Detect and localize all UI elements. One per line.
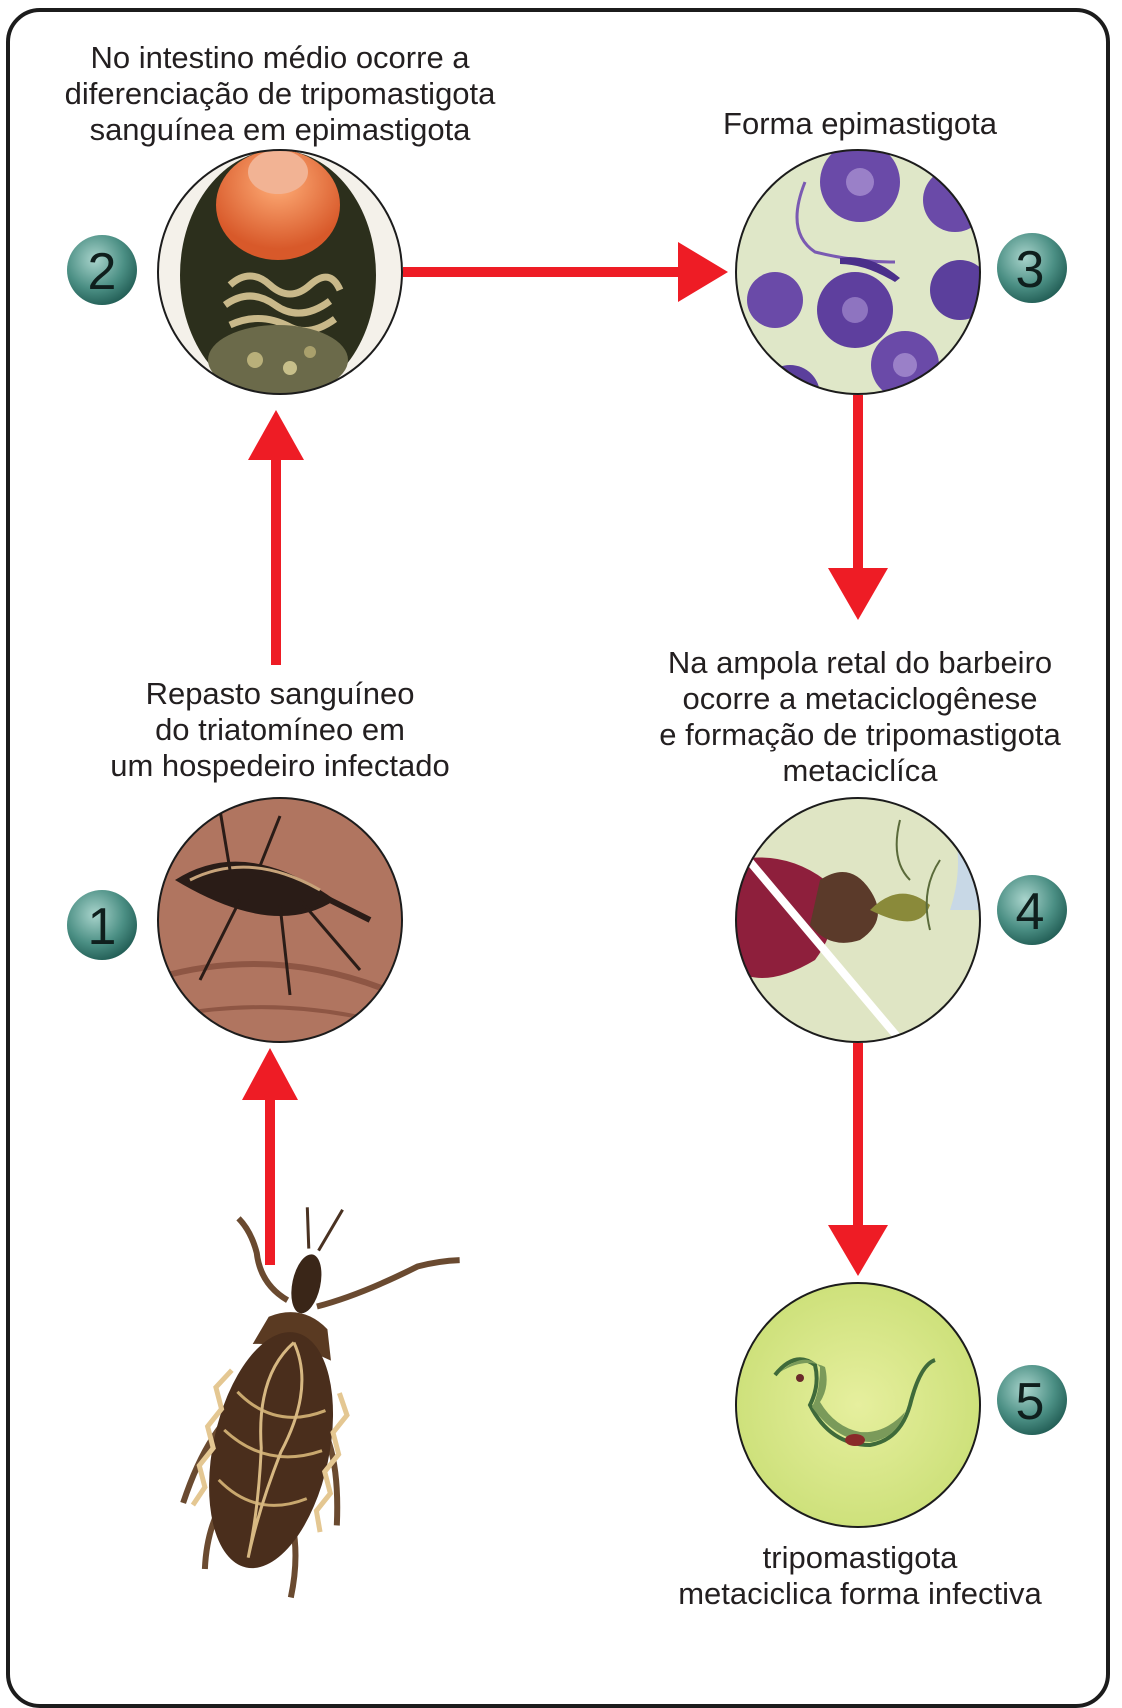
step-3-caption: Forma epimastigota	[640, 106, 1080, 142]
step-2-badge: 2	[67, 235, 137, 305]
midgut-image	[158, 150, 402, 400]
svg-text:3: 3	[1016, 241, 1045, 299]
step-2-caption: No intestino médio ocorre a diferenciaçã…	[40, 40, 520, 148]
svg-text:4: 4	[1016, 883, 1045, 941]
triatomine-bug-image	[164, 1189, 465, 1617]
arrow-1-to-2	[248, 410, 304, 665]
arrow-3-to-4	[828, 395, 888, 620]
step-4-badge: 4	[997, 875, 1067, 945]
step-5-caption: tripomastigota metaciclica forma infecti…	[640, 1540, 1080, 1612]
step-1-caption: Repasto sanguíneo do triatomíneo em um h…	[70, 676, 490, 784]
rectal-ampulla-image	[730, 790, 991, 1050]
trypomastigote-image	[736, 1283, 980, 1527]
svg-text:2: 2	[88, 243, 117, 301]
step-3-badge: 3	[997, 233, 1067, 303]
svg-text:5: 5	[1016, 1373, 1045, 1431]
arrow-2-to-3	[403, 242, 728, 302]
step-5-badge: 5	[997, 1365, 1067, 1435]
arrow-4-to-5	[828, 1043, 888, 1276]
step-4-caption: Na ampola retal do barbeiro ocorre a met…	[620, 645, 1100, 789]
epimastigote-image	[736, 142, 990, 425]
life-cycle-diagram: 2 3 1 4 5	[0, 0, 1122, 1668]
step-1-badge: 1	[67, 890, 137, 960]
svg-text:1: 1	[88, 898, 117, 956]
bug-on-skin-image	[150, 790, 410, 1050]
